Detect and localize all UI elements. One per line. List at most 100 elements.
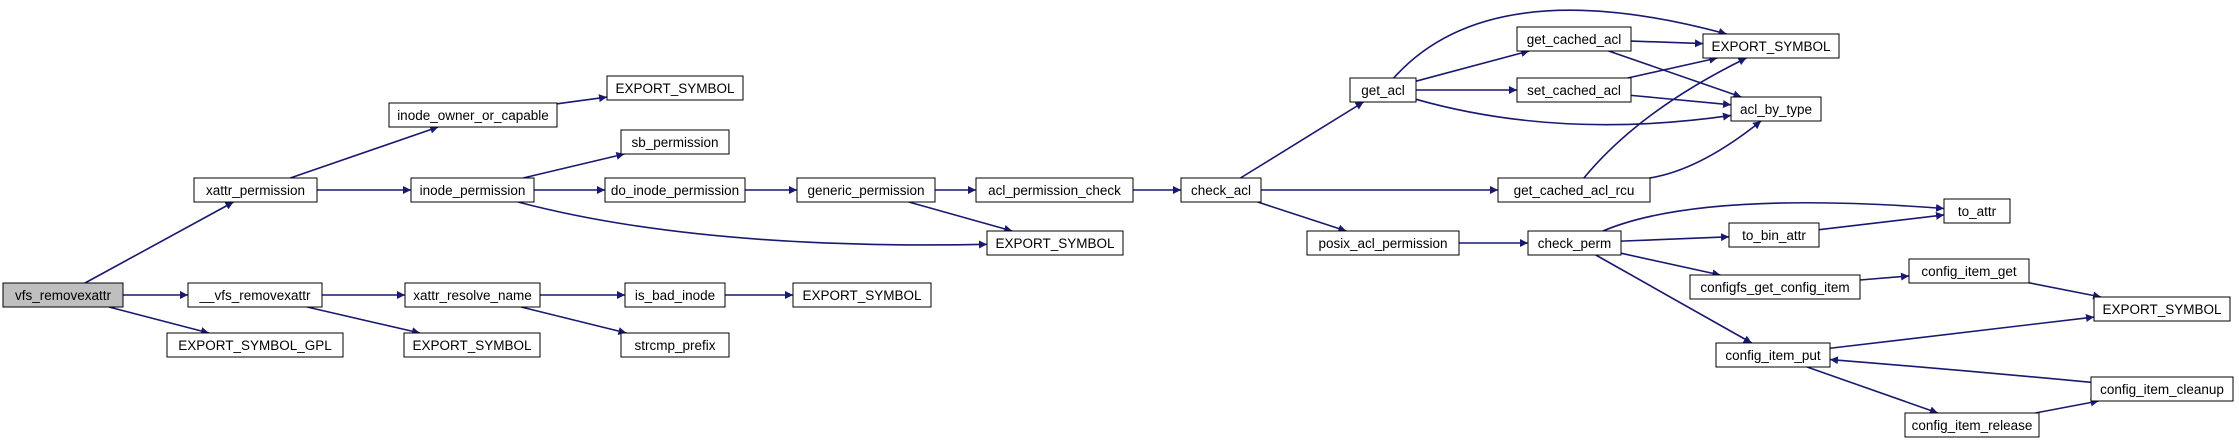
edge-to_bin_attr-to-to_attr xyxy=(1818,211,1945,231)
node-label: config_item_put xyxy=(1725,348,1821,363)
node-box[interactable] xyxy=(2090,376,2234,402)
node-label: strcmp_prefix xyxy=(634,338,715,353)
node-export-symbol-5[interactable]: EXPORT_SYMBOL xyxy=(1702,33,1840,59)
node-export-symbol-3[interactable]: EXPORT_SYMBOL xyxy=(792,282,932,308)
node-label: vfs_removexattr xyxy=(15,288,112,303)
node-get-acl[interactable]: get_acl xyxy=(1349,77,1417,103)
node-get-cached-acl-rcu[interactable]: get_cached_acl_rcu xyxy=(1497,177,1651,203)
node-xattr-permission[interactable]: xattr_permission xyxy=(193,177,318,203)
node-box[interactable] xyxy=(1306,230,1460,256)
node-label: acl_by_type xyxy=(1740,102,1812,117)
node-label: is_bad_inode xyxy=(635,288,715,303)
edge-generic_permission-to-export_symbol_4 xyxy=(908,201,1013,233)
node-label: xattr_permission xyxy=(206,183,305,198)
edge-set_cached_acl-to-acl_by_type xyxy=(1630,94,1732,109)
node-box[interactable] xyxy=(1908,258,2030,284)
node-set-cached-acl[interactable]: set_cached_acl xyxy=(1516,77,1632,103)
node-box[interactable] xyxy=(2,282,124,308)
node-box[interactable] xyxy=(187,282,323,308)
node-box[interactable] xyxy=(1728,222,1820,248)
node-label: get_acl xyxy=(1361,83,1405,98)
node-sb-permission[interactable]: sb_permission xyxy=(620,129,730,155)
node-box[interactable] xyxy=(1730,96,1822,122)
node-box[interactable] xyxy=(606,75,744,101)
node-do-inode-permission[interactable]: do_inode_permission xyxy=(604,177,746,203)
node-label: posix_acl_permission xyxy=(1318,236,1447,251)
node-label: sb_permission xyxy=(631,135,718,150)
node-get-cached-acl[interactable]: get_cached_acl xyxy=(1516,26,1632,52)
node-strcmp-prefix[interactable]: strcmp_prefix xyxy=(620,332,730,358)
edge-check_acl-to-get_acl xyxy=(1240,101,1364,179)
node-box[interactable] xyxy=(404,282,541,308)
node-box[interactable] xyxy=(1715,342,1831,368)
edge-config_item_cleanup-to-config_item_put xyxy=(1829,356,2092,384)
node-export-symbol-4[interactable]: EXPORT_SYMBOL xyxy=(986,230,1124,256)
node-xattr-resolve-name[interactable]: xattr_resolve_name xyxy=(404,282,541,308)
node-box[interactable] xyxy=(388,102,558,128)
edge-get_acl-to-get_cached_acl xyxy=(1415,49,1530,82)
node-box[interactable] xyxy=(796,177,936,203)
node-posix-acl-permission[interactable]: posix_acl_permission xyxy=(1306,230,1460,256)
node-box[interactable] xyxy=(410,177,535,203)
node-box[interactable] xyxy=(975,177,1134,203)
node-acl-permission-check[interactable]: acl_permission_check xyxy=(975,177,1134,203)
node-box[interactable] xyxy=(620,332,730,358)
node-vfs-removexattr[interactable]: vfs_removexattr xyxy=(2,282,124,308)
node-config-item-get[interactable]: config_item_get xyxy=(1908,258,2030,284)
node-box[interactable] xyxy=(1349,77,1417,103)
node-config-item-release[interactable]: config_item_release xyxy=(1904,412,2040,438)
node-box[interactable] xyxy=(624,282,726,308)
node-label: generic_permission xyxy=(807,183,924,198)
edge-configfs_get_config_item-to-config_item_get xyxy=(1859,272,1910,281)
node-box[interactable] xyxy=(1516,77,1632,103)
edge-get_cached_acl_rcu-to-acl_by_type xyxy=(1649,120,1762,179)
nodes-layer: vfs_removexattr xattr_permission __vfs_rem… xyxy=(2,26,2234,438)
node-inode-permission[interactable]: inode_permission xyxy=(410,177,535,203)
node-label: inode_owner_or_capable xyxy=(397,108,549,123)
node-box[interactable] xyxy=(166,332,344,358)
edge-get_acl-to-export_symbol_5 xyxy=(1393,9,1727,79)
node-box[interactable] xyxy=(1497,177,1651,203)
node-to-attr[interactable]: to_attr xyxy=(1943,198,2011,224)
node-box[interactable] xyxy=(792,282,932,308)
node-export-symbol-gpl[interactable]: EXPORT_SYMBOL_GPL xyxy=(166,332,344,358)
node-box[interactable] xyxy=(2093,296,2231,322)
edge-config_item_get-to-export_symbol_6 xyxy=(2028,282,2102,300)
node-check-acl[interactable]: check_acl xyxy=(1180,177,1262,203)
node-box[interactable] xyxy=(1702,33,1840,59)
node-config-item-cleanup[interactable]: config_item_cleanup xyxy=(2090,376,2234,402)
node-export-symbol-6[interactable]: EXPORT_SYMBOL xyxy=(2093,296,2231,322)
node-box[interactable] xyxy=(1527,230,1622,256)
node-label: EXPORT_SYMBOL xyxy=(1711,39,1831,54)
node-box[interactable] xyxy=(1689,274,1861,300)
node-box[interactable] xyxy=(604,177,746,203)
node-box[interactable] xyxy=(193,177,318,203)
node-box[interactable] xyxy=(1904,412,2040,438)
edge-inode_permission-to-sb_permission xyxy=(522,151,625,179)
node-box[interactable] xyxy=(403,332,541,358)
node-box[interactable] xyxy=(986,230,1124,256)
node-acl-by-type[interactable]: acl_by_type xyxy=(1730,96,1822,122)
node-label: to_attr xyxy=(1958,204,1997,219)
node-inode-owner-or-capable[interactable]: inode_owner_or_capable xyxy=(388,102,558,128)
edge-check_perm-to-configfs_get_config_item xyxy=(1620,252,1721,278)
edge-vfs_removexattr-to-xattr_permission xyxy=(84,201,234,284)
node-box[interactable] xyxy=(620,129,730,155)
node-vfs-removexattr[interactable]: __vfs_removexattr xyxy=(187,282,323,308)
node-configfs-get-config-item[interactable]: configfs_get_config_item xyxy=(1689,274,1861,300)
node-check-perm[interactable]: check_perm xyxy=(1527,230,1622,256)
node-box[interactable] xyxy=(1516,26,1632,52)
node-label: EXPORT_SYMBOL xyxy=(995,236,1115,251)
node-label: check_perm xyxy=(1538,236,1612,251)
node-config-item-put[interactable]: config_item_put xyxy=(1715,342,1831,368)
node-export-symbol-1[interactable]: EXPORT_SYMBOL xyxy=(606,75,744,101)
node-to-bin-attr[interactable]: to_bin_attr xyxy=(1728,222,1820,248)
node-label: config_item_cleanup xyxy=(2100,382,2224,397)
edge-get_cached_acl_rcu-to-export_symbol_5 xyxy=(1583,57,1747,179)
node-generic-permission[interactable]: generic_permission xyxy=(796,177,936,203)
node-box[interactable] xyxy=(1180,177,1262,203)
node-box[interactable] xyxy=(1943,198,2011,224)
node-export-symbol-2[interactable]: EXPORT_SYMBOL xyxy=(403,332,541,358)
node-is-bad-inode[interactable]: is_bad_inode xyxy=(624,282,726,308)
edge-config_item_put-to-export_symbol_6 xyxy=(1829,314,2095,350)
